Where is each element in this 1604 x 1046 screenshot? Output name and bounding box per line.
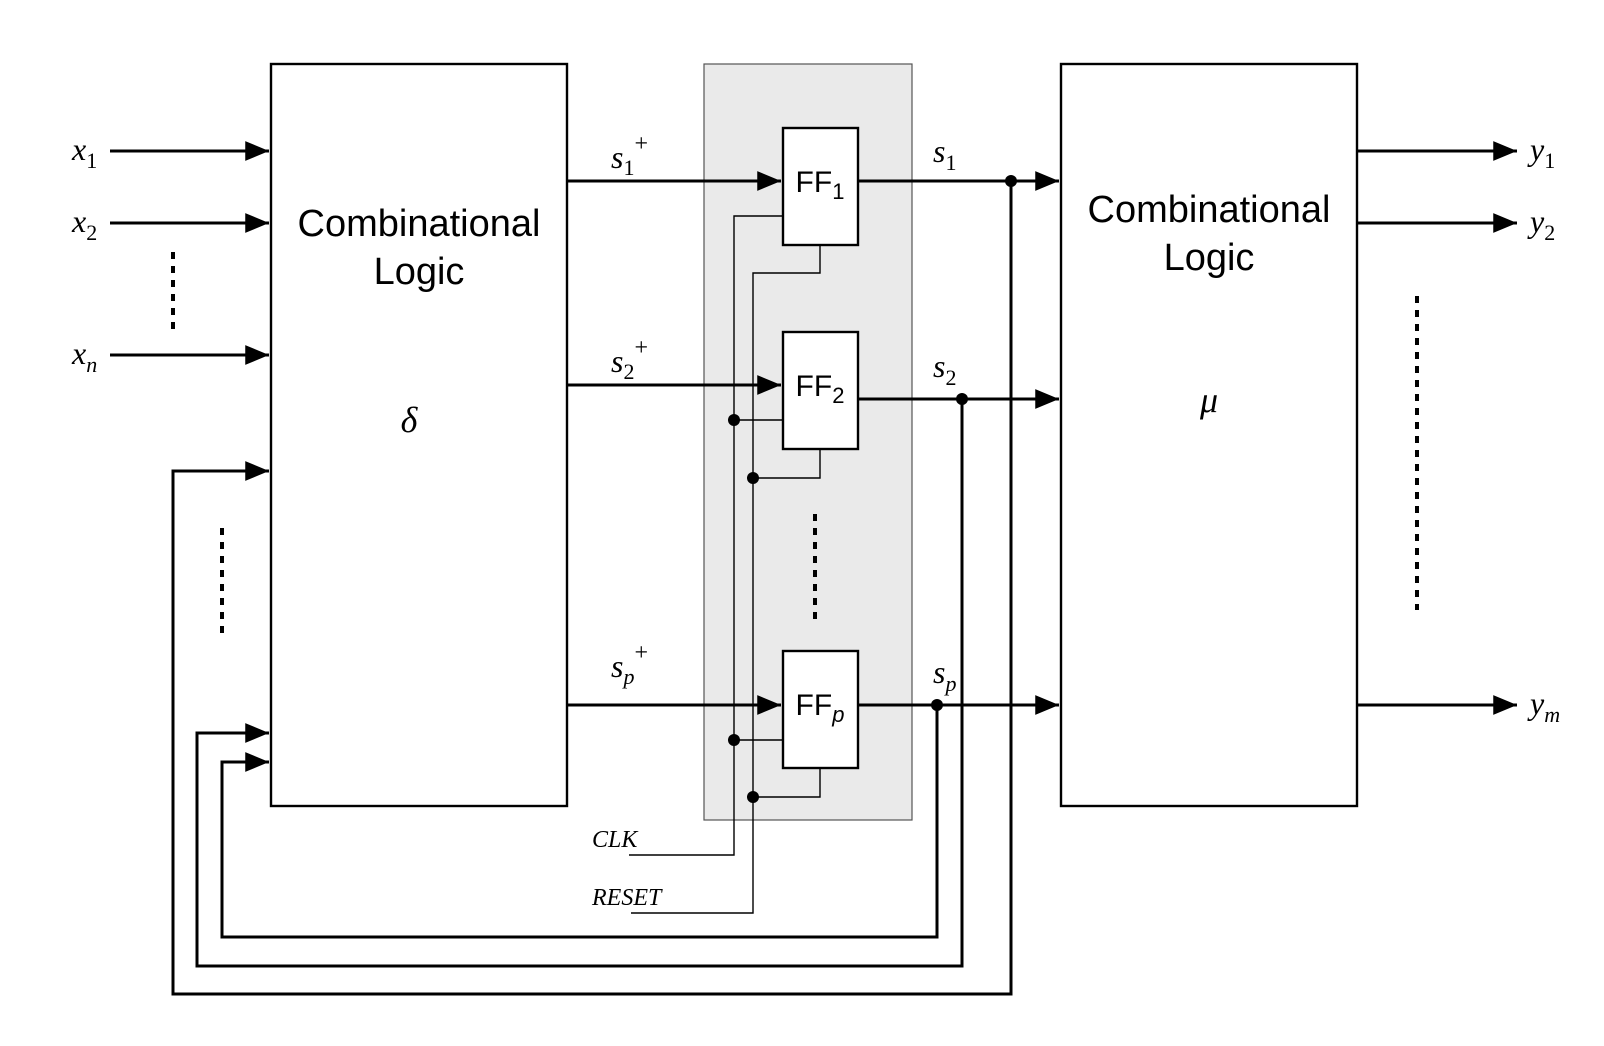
- output-y1-label: y1: [1527, 131, 1555, 173]
- output-ym-label: ym: [1527, 685, 1560, 727]
- left-block-title-line1: Combinational: [298, 203, 541, 245]
- feedback-sp-wire: [220, 705, 939, 939]
- ffp-label: FF: [796, 689, 833, 722]
- reset-junction-2: [747, 791, 759, 803]
- reset-junction-1: [747, 472, 759, 484]
- reset-network: [631, 245, 821, 914]
- output-y2-label: y2: [1527, 203, 1555, 245]
- next-state-s2-label: s2+: [611, 335, 648, 384]
- next-state-s1-label: s1+: [611, 131, 648, 180]
- reset-label: RESET: [591, 885, 663, 911]
- input-x2-label: x2: [71, 203, 97, 245]
- ffp-sub: p: [831, 702, 844, 727]
- left-block-symbol: δ: [401, 400, 419, 440]
- right-combinational-logic-block: Combinational Logic μ: [1059, 62, 1359, 808]
- clock-label: CLK: [592, 827, 639, 853]
- right-block-symbol: μ: [1199, 380, 1218, 420]
- clock-network: [629, 215, 783, 856]
- ff2-label: FF: [796, 370, 833, 403]
- clock-junction-1: [728, 414, 740, 426]
- feedback-s1-wire: [171, 181, 1013, 996]
- left-block-title-line2: Logic: [374, 251, 465, 293]
- clock-junction-2: [728, 734, 740, 746]
- left-combinational-logic-block: Combinational Logic δ: [269, 62, 569, 808]
- svg-text:FF1: FF1: [796, 166, 845, 204]
- flipflop-2: FF2: [781, 330, 860, 451]
- feedback-s2-wire: [195, 399, 964, 968]
- right-block-title-line1: Combinational: [1088, 189, 1331, 231]
- state-s1-label: s1: [933, 133, 956, 175]
- state-sp-label: sp: [933, 654, 956, 696]
- ff1-sub: 1: [832, 179, 844, 204]
- ff2-sub: 2: [832, 383, 844, 408]
- input-xn-label: xn: [71, 335, 97, 377]
- flipflop-1: FF1: [781, 126, 860, 247]
- next-state-sp-label: sp+: [611, 640, 648, 689]
- right-block-title-line2: Logic: [1164, 237, 1255, 279]
- svg-text:FF2: FF2: [796, 370, 845, 408]
- svg-text:FFp: FFp: [796, 689, 845, 727]
- state-s2-label: s2: [933, 348, 956, 390]
- ff1-label: FF: [796, 166, 833, 199]
- input-x1-label: x1: [71, 131, 97, 173]
- flipflop-p: FFp: [781, 649, 860, 770]
